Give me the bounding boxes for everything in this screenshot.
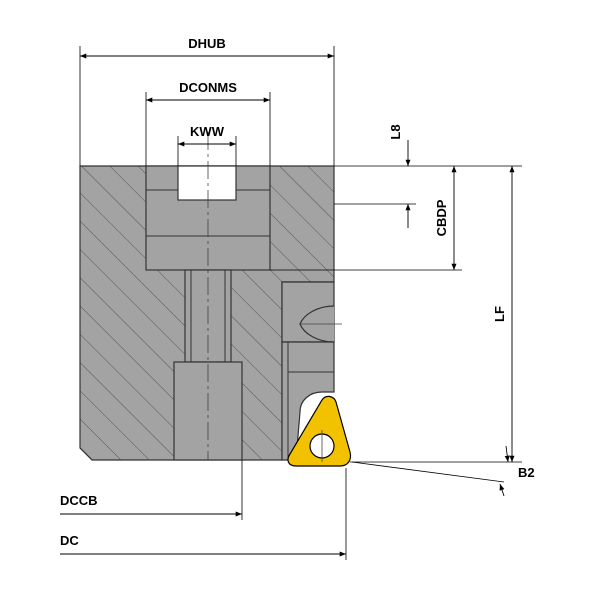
dim-label-dccb: DCCB	[60, 493, 98, 508]
dim-label-lf: LF	[492, 306, 507, 322]
cutting-insert	[287, 395, 352, 467]
extension-lines	[79, 46, 522, 560]
dim-label-dhub: DHUB	[188, 36, 226, 51]
dim-label-cbdp: CBDP	[434, 199, 449, 236]
dimension-lines	[60, 53, 515, 557]
dim-label-l8: L8	[388, 124, 403, 139]
dim-label-dconms: DCONMS	[179, 80, 237, 95]
dim-label-b2: B2	[518, 465, 535, 480]
keyway-slot	[177, 165, 237, 201]
dim-label-kww: KWW	[190, 124, 225, 139]
dim-label-dc: DC	[60, 533, 79, 548]
